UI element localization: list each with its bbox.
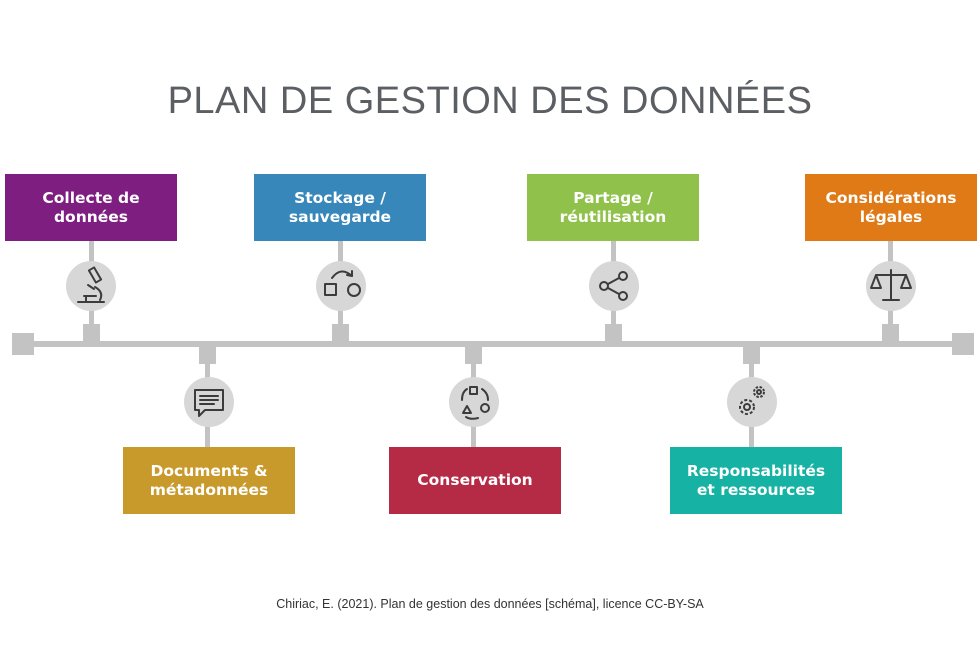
step-responsabilites-label-2: et ressources [696,480,816,499]
step-documents-label-1: Documents & [150,461,268,480]
step-documents: Documents & métadonnées [123,447,295,514]
cycle-shapes-icon [449,377,499,427]
step-stockage-label-1: Stockage / [294,188,386,207]
step-responsabilites-label-1: Responsabilités [686,461,826,480]
step-collecte-label-1: Collecte de [42,188,140,207]
step-stockage: Stockage / sauvegarde [254,174,426,241]
microscope-icon [66,261,116,311]
step-considerations-label-1: Considérations [825,188,957,207]
timeline-axis [22,341,964,347]
step-collecte: Collecte de données [5,174,177,241]
step-conservation-label-1: Conservation [417,471,533,489]
step-considerations-label-2: légales [859,207,923,226]
share-icon [589,261,639,311]
step-stockage-label-2: sauvegarde [288,207,392,226]
diagram-title: PLAN DE GESTION DES DONNÉES [167,80,813,122]
step-considerations: Considérations légales [805,174,977,241]
step-collecte-label-2: données [53,207,129,226]
step-conservation: Conservation [389,447,561,514]
storage-shapes-icon [316,261,366,311]
credit-line: Chiriac, E. (2021). Plan de gestion des … [276,597,704,611]
step-responsabilites: Responsabilités et ressources [670,447,842,514]
timeline-right-end [952,333,974,355]
step-partage-label-1: Partage / [573,188,653,207]
step-partage: Partage / réutilisation [527,174,699,241]
gears-icon [727,377,777,427]
message-icon [184,377,234,427]
timeline-left-end [12,333,34,355]
step-partage-label-2: réutilisation [559,207,667,226]
step-documents-label-2: métadonnées [149,480,269,499]
scales-icon [866,261,916,311]
